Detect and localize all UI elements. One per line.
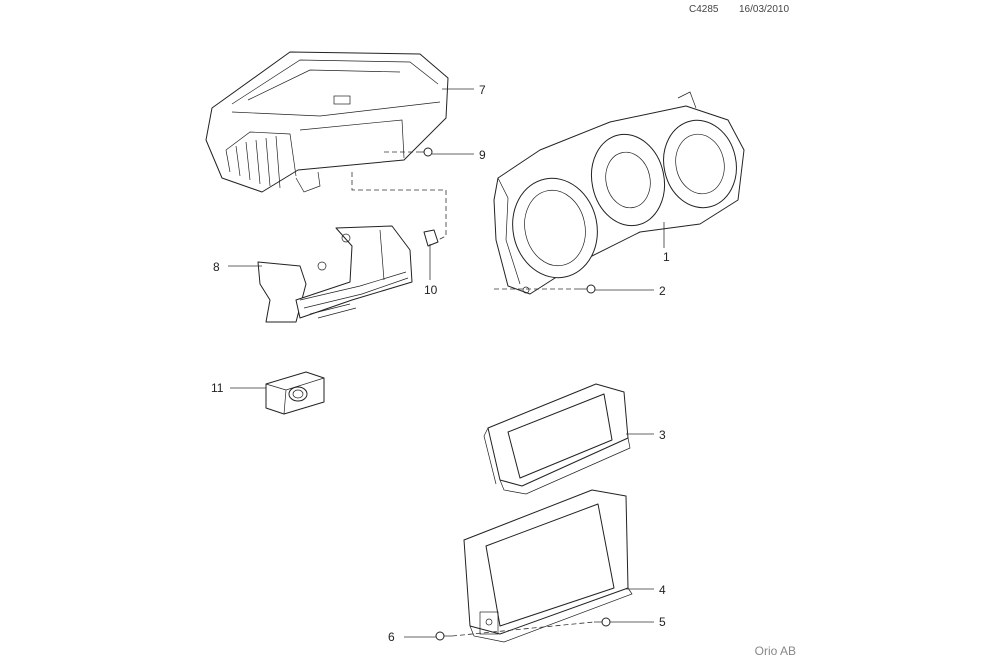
leader-lines [228, 88, 665, 638]
brand-footer: Orio AB [754, 644, 796, 658]
cluster-screw-drawing [579, 284, 596, 294]
drawing-date: 16/03/2010 [739, 4, 790, 15]
callout-5: 5 [659, 615, 666, 629]
callout-labels: 1 2 3 4 5 6 7 8 9 10 11 [211, 83, 670, 644]
control-module-drawing [205, 51, 449, 193]
callout-10: 10 [424, 283, 438, 297]
callout-2: 2 [659, 284, 666, 298]
callout-1: 1 [663, 250, 670, 264]
display-screw-left-drawing [435, 631, 452, 641]
callout-9: 9 [479, 148, 486, 162]
assembly-lines [351, 151, 595, 637]
bracket-clip-drawing [423, 229, 439, 247]
callout-8: 8 [213, 260, 220, 274]
callout-6: 6 [388, 630, 395, 644]
callout-11: 11 [211, 381, 224, 395]
switch-unit-drawing [265, 371, 325, 415]
callout-4: 4 [659, 583, 666, 597]
callout-7: 7 [479, 83, 486, 97]
navigation-display-drawing [463, 489, 633, 643]
module-screw-drawing [416, 147, 433, 157]
mounting-bracket-drawing [257, 225, 413, 323]
callout-3: 3 [659, 428, 666, 442]
display-unit-drawing [483, 383, 631, 495]
drawing-code: C4285 [689, 4, 719, 15]
display-screw-right-drawing [594, 617, 611, 627]
instrument-cluster-drawing [493, 91, 745, 295]
